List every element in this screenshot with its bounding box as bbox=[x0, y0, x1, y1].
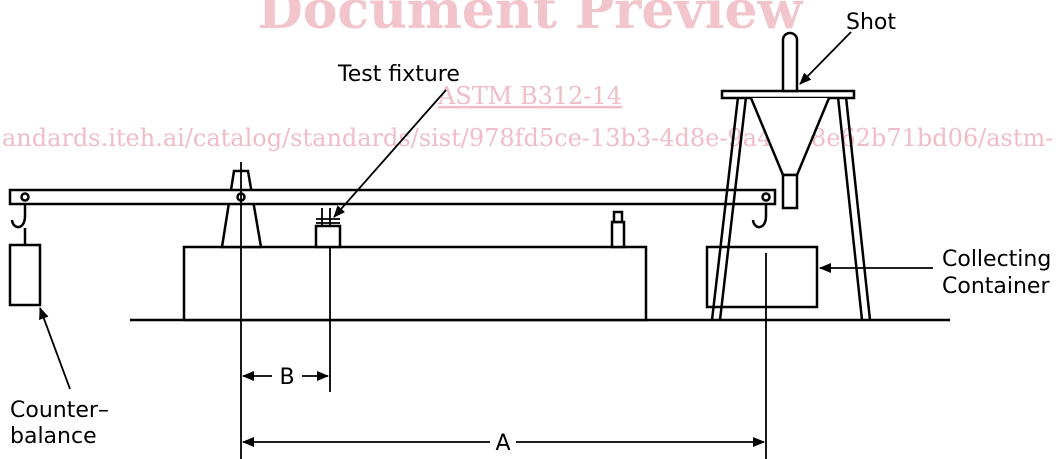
counterbalance-weight bbox=[8, 243, 42, 307]
collecting-label-line1: Collecting bbox=[942, 247, 1051, 272]
shot-label: Shot bbox=[846, 10, 896, 35]
test-fixture-leader bbox=[333, 89, 447, 218]
tripod-leg-left-inner bbox=[718, 96, 748, 321]
counterbalance-label-line1: Counter– bbox=[10, 398, 109, 423]
right-hook bbox=[751, 204, 768, 229]
shot-tube bbox=[781, 31, 799, 93]
collecting-container bbox=[705, 245, 819, 309]
shot-leader bbox=[799, 31, 852, 85]
beam-left-pivot bbox=[20, 192, 30, 202]
shot-outlet bbox=[781, 173, 799, 210]
stop-post bbox=[610, 220, 626, 249]
stop-post-cap bbox=[612, 210, 624, 224]
watermark-url: andards.iteh.ai/catalog/standards/sist/9… bbox=[2, 124, 1053, 152]
test-fixture-body bbox=[314, 224, 342, 249]
tripod-leg-right-inner bbox=[844, 96, 872, 321]
base-block bbox=[182, 245, 648, 322]
watermark-title: Document Preview bbox=[258, 0, 804, 41]
counterbalance-leader bbox=[39, 307, 71, 390]
watermark-standard: ASTM B312-14 bbox=[437, 82, 622, 110]
collecting-label-line2: Container bbox=[942, 274, 1050, 299]
dim-b-label: B bbox=[279, 365, 294, 390]
left-hook bbox=[10, 204, 27, 229]
test-fixture-label: Test fixture bbox=[337, 62, 460, 87]
beam-right-pivot bbox=[761, 192, 771, 202]
balance-beam bbox=[8, 188, 777, 206]
counterbalance-label-line2: balance bbox=[10, 424, 97, 449]
tripod-leg-right bbox=[836, 96, 864, 321]
dim-a-label: A bbox=[495, 431, 510, 456]
tripod-leg-left bbox=[710, 96, 740, 321]
